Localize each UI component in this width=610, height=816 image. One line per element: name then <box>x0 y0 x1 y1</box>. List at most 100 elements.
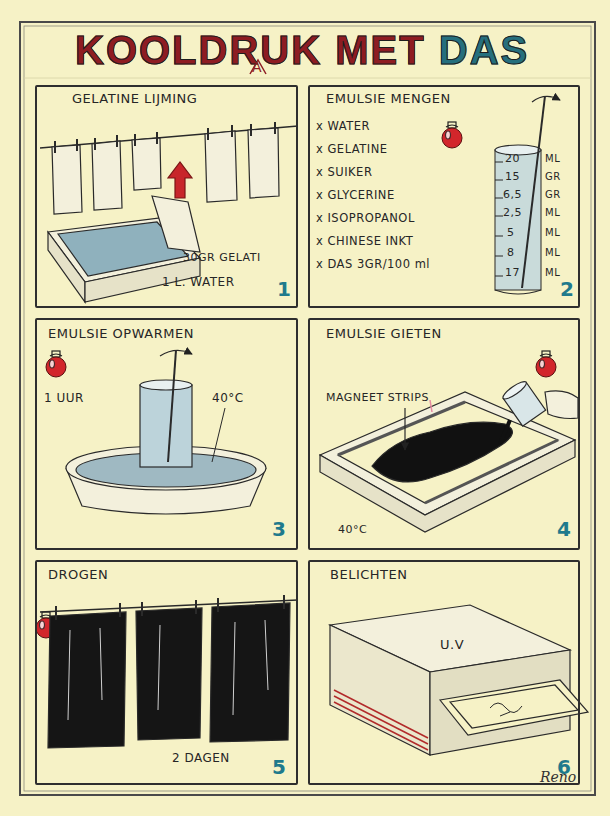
panel-text: 17 <box>505 267 520 279</box>
panel-number: 1 <box>277 278 291 300</box>
drying-sheets-drawing-part <box>210 603 290 742</box>
panel-text: 2,5 <box>503 207 522 219</box>
panel-box: EMULSIE OPWARMEN1 UUR40°C3 <box>35 318 298 550</box>
page-frame-part <box>20 22 595 795</box>
gelatine-sizing-drawing-part-part <box>94 138 96 150</box>
panel-text: 1 UUR <box>44 392 84 405</box>
drying-sheets-drawing-part-part <box>141 602 143 616</box>
drying-sheets-drawing-part-part <box>265 620 268 690</box>
mixing-beaker-drawing-part <box>495 162 503 276</box>
panel-text: x DAS 3GR/100 ml <box>316 258 430 271</box>
panel-box: EMULSIE MENGEN x WATER x GELATINE x SUIKER x… <box>308 85 580 308</box>
gelatine-sizing-drawing-part-part <box>156 132 158 144</box>
panel-text: GR <box>545 171 561 182</box>
signature: Reno <box>540 770 576 785</box>
drying-sheets-drawing-part-part <box>119 603 121 617</box>
uv-box-drawing-part-part <box>334 690 428 738</box>
mixing-beaker-drawing-part <box>442 122 462 148</box>
panel-heading: BELICHTEN <box>330 568 407 582</box>
panel-text: ML <box>545 227 560 238</box>
panel-text: 15 <box>505 171 520 183</box>
water-bath-drawing-part <box>168 350 176 462</box>
gelatine-sizing-drawing-part-part <box>248 128 279 198</box>
mixing-beaker-drawing <box>442 96 560 294</box>
drying-sheets-drawing-part <box>68 620 268 720</box>
gelatine-sizing-drawing-part-part <box>76 139 78 151</box>
uv-box-drawing-part <box>490 703 522 716</box>
panel-text: GR <box>545 189 561 200</box>
panel-number: 4 <box>557 518 571 540</box>
panel-box: EMULSIE GIETEN MAGNEET STRIPS 40°C 4 <box>308 318 580 550</box>
pouring-tray-drawing-part <box>404 408 405 450</box>
pouring-tray-drawing-part <box>501 379 546 426</box>
panel-text: ML <box>545 247 560 258</box>
page-frame <box>20 22 595 795</box>
water-bath-drawing <box>46 350 266 514</box>
mixing-beaker-drawing-part <box>495 150 541 290</box>
drying-sheets-drawing-part <box>136 608 202 740</box>
mixing-beaker-drawing-part <box>495 290 541 294</box>
gelatine-sizing-drawing-part-part <box>92 141 122 210</box>
mixing-beaker-drawing-part-part <box>495 236 503 237</box>
pouring-tray-drawing-part-part <box>501 379 529 402</box>
panel-text: x CHINESE INKT <box>316 235 413 248</box>
panel-heading: DROGEN <box>48 568 108 582</box>
gelatine-sizing-drawing-part-part <box>54 141 56 153</box>
panel-text: MAGNEET STRIPS <box>326 392 429 404</box>
mixing-beaker-drawing-part <box>522 96 545 288</box>
panel-number: 2 <box>560 278 574 300</box>
gelatine-sizing-drawing-part-part <box>274 122 276 134</box>
panel-box: GELATINE LIJMING30GR GELATI1 L. WATER1 <box>35 85 298 308</box>
uv-box-drawing-part-part <box>334 696 428 744</box>
gelatine-sizing-drawing-part-part <box>134 134 136 146</box>
panel-heading: EMULSIE MENGEN <box>326 92 451 106</box>
gelatine-sizing-drawing-part-part <box>116 135 118 147</box>
panel-text: ML <box>545 267 560 278</box>
water-bath-drawing-part <box>160 350 192 356</box>
panel-number: 5 <box>272 756 286 778</box>
uv-box-drawing-part <box>450 685 578 728</box>
drying-sheets-drawing-part-part <box>158 625 160 710</box>
pouring-tray-drawing-part <box>500 420 510 444</box>
uv-box-drawing <box>330 605 588 755</box>
panel-heading: EMULSIE GIETEN <box>326 327 442 341</box>
uv-box-drawing-part <box>334 690 428 750</box>
panel-text: 40°C <box>338 524 367 536</box>
water-bath-drawing-part <box>140 385 192 467</box>
pouring-tray-drawing-part <box>536 351 556 377</box>
pouring-tray-drawing <box>320 351 578 532</box>
water-bath-drawing-part <box>140 380 192 390</box>
gelatine-sizing-drawing-part-part <box>231 125 233 137</box>
panel-text: 6,5 <box>503 189 522 201</box>
panel-text: 20 <box>505 153 520 165</box>
uv-box-drawing-part <box>440 680 588 735</box>
page-title: KOOLDRUK MET DAS <box>75 30 529 70</box>
mixing-beaker-drawing-part-part <box>495 256 503 257</box>
panel-text: 1 L. WATER <box>162 276 235 289</box>
mixing-beaker-drawing-part-part <box>495 276 503 277</box>
panel-text: 2 DAGEN <box>172 752 230 765</box>
panel-text: x SUIKER <box>316 166 372 179</box>
panel-text: x GLYCERINE <box>316 189 395 202</box>
page-frame-part <box>24 78 591 79</box>
gelatine-sizing-drawing-part-part <box>52 145 82 214</box>
water-bath-drawing-part <box>46 351 66 377</box>
panel-text: x GELATINE <box>316 143 388 156</box>
panel-text: x WATER <box>316 120 370 133</box>
panel-text: U.V <box>440 638 464 652</box>
drying-sheets-drawing <box>36 595 298 748</box>
insert-mark: A <box>252 60 262 75</box>
panel-text: ML <box>545 207 560 218</box>
drying-sheets-drawing-part-part <box>283 595 285 609</box>
mixing-beaker-drawing-part <box>532 96 560 102</box>
drying-sheets-drawing-part-part <box>217 598 219 612</box>
drying-sheets-drawing-part <box>56 595 284 620</box>
drying-sheets-drawing-part-part <box>100 628 102 700</box>
drying-sheets-drawing-part-part <box>68 630 70 720</box>
page-frame-part <box>24 26 591 791</box>
drying-sheets-drawing-part <box>48 612 126 748</box>
drying-sheets-drawing-part-part <box>195 600 197 614</box>
gelatine-sizing-drawing-part-part <box>250 124 252 136</box>
